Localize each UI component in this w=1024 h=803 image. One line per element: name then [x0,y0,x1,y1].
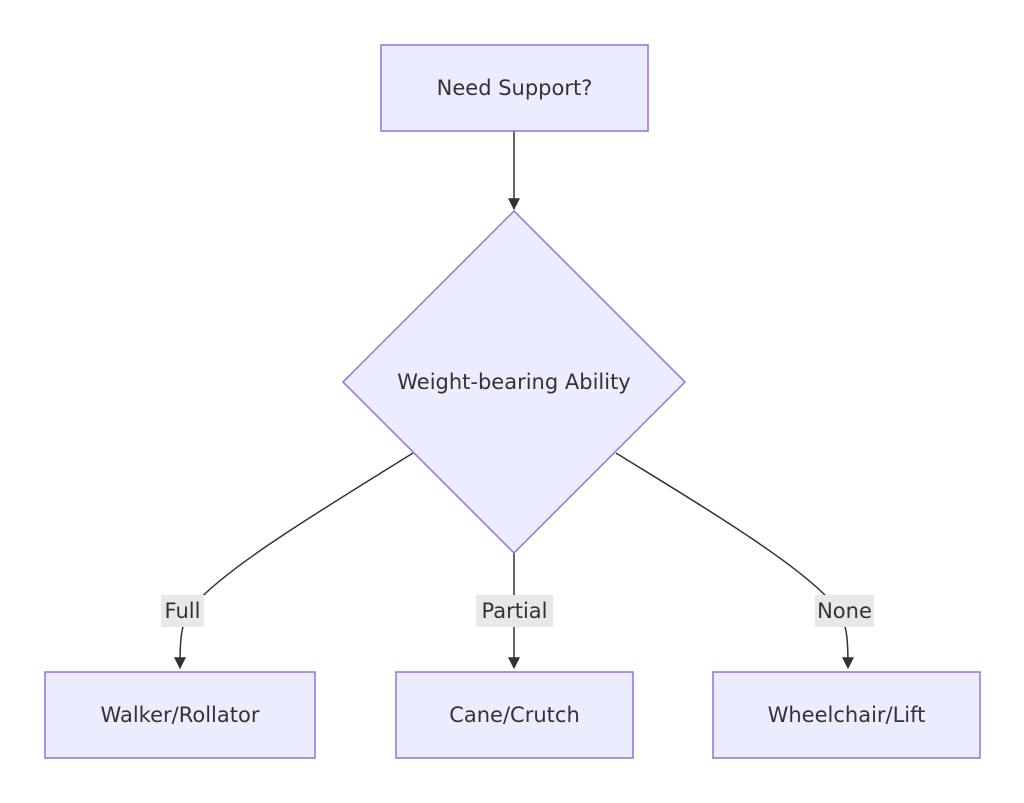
edge-label-none: None [815,595,874,627]
node-walker-rollator-label: Walker/Rollator [101,703,260,727]
node-wheelchair-lift: Wheelchair/Lift [712,671,981,759]
edge-label-partial-text: Partial [482,599,548,623]
node-wheelchair-lift-label: Wheelchair/Lift [768,703,926,727]
node-cane-crutch-label: Cane/Crutch [449,703,580,727]
node-need-support: Need Support? [380,44,649,132]
decision-weight-bearing: Weight-bearing Ability [341,209,687,555]
node-need-support-label: Need Support? [437,76,593,100]
edge-decision-to-walker [174,452,414,670]
node-walker-rollator: Walker/Rollator [44,671,316,759]
edge-label-full-text: Full [165,599,201,623]
edge-label-partial: Partial [476,595,553,627]
node-cane-crutch: Cane/Crutch [395,671,634,759]
edge-decision-to-wheelchair [615,452,854,670]
decision-weight-bearing-label: Weight-bearing Ability [397,370,631,394]
edge-label-full: Full [161,595,204,627]
edge-label-none-text: None [817,599,872,623]
